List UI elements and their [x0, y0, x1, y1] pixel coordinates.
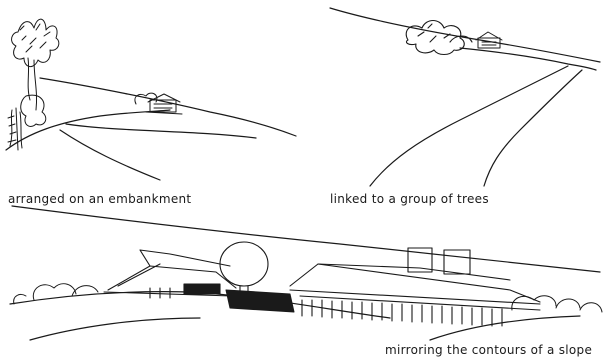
- caption-trees: linked to a group of trees: [330, 192, 489, 206]
- slope-lines: [10, 206, 600, 340]
- caption-embankment: arranged on an embankment: [8, 192, 191, 206]
- tree-cluster-left: [8, 19, 59, 150]
- building-right: [290, 248, 540, 326]
- sketch-slope: [0, 200, 610, 350]
- building-dark-band: [226, 290, 294, 312]
- sketch-trees: [300, 0, 610, 190]
- sketch-embankment: [0, 0, 300, 190]
- landscape-lines: [330, 8, 600, 186]
- caption-slope: mirroring the contours of a slope: [385, 343, 592, 357]
- building-left: [104, 250, 236, 298]
